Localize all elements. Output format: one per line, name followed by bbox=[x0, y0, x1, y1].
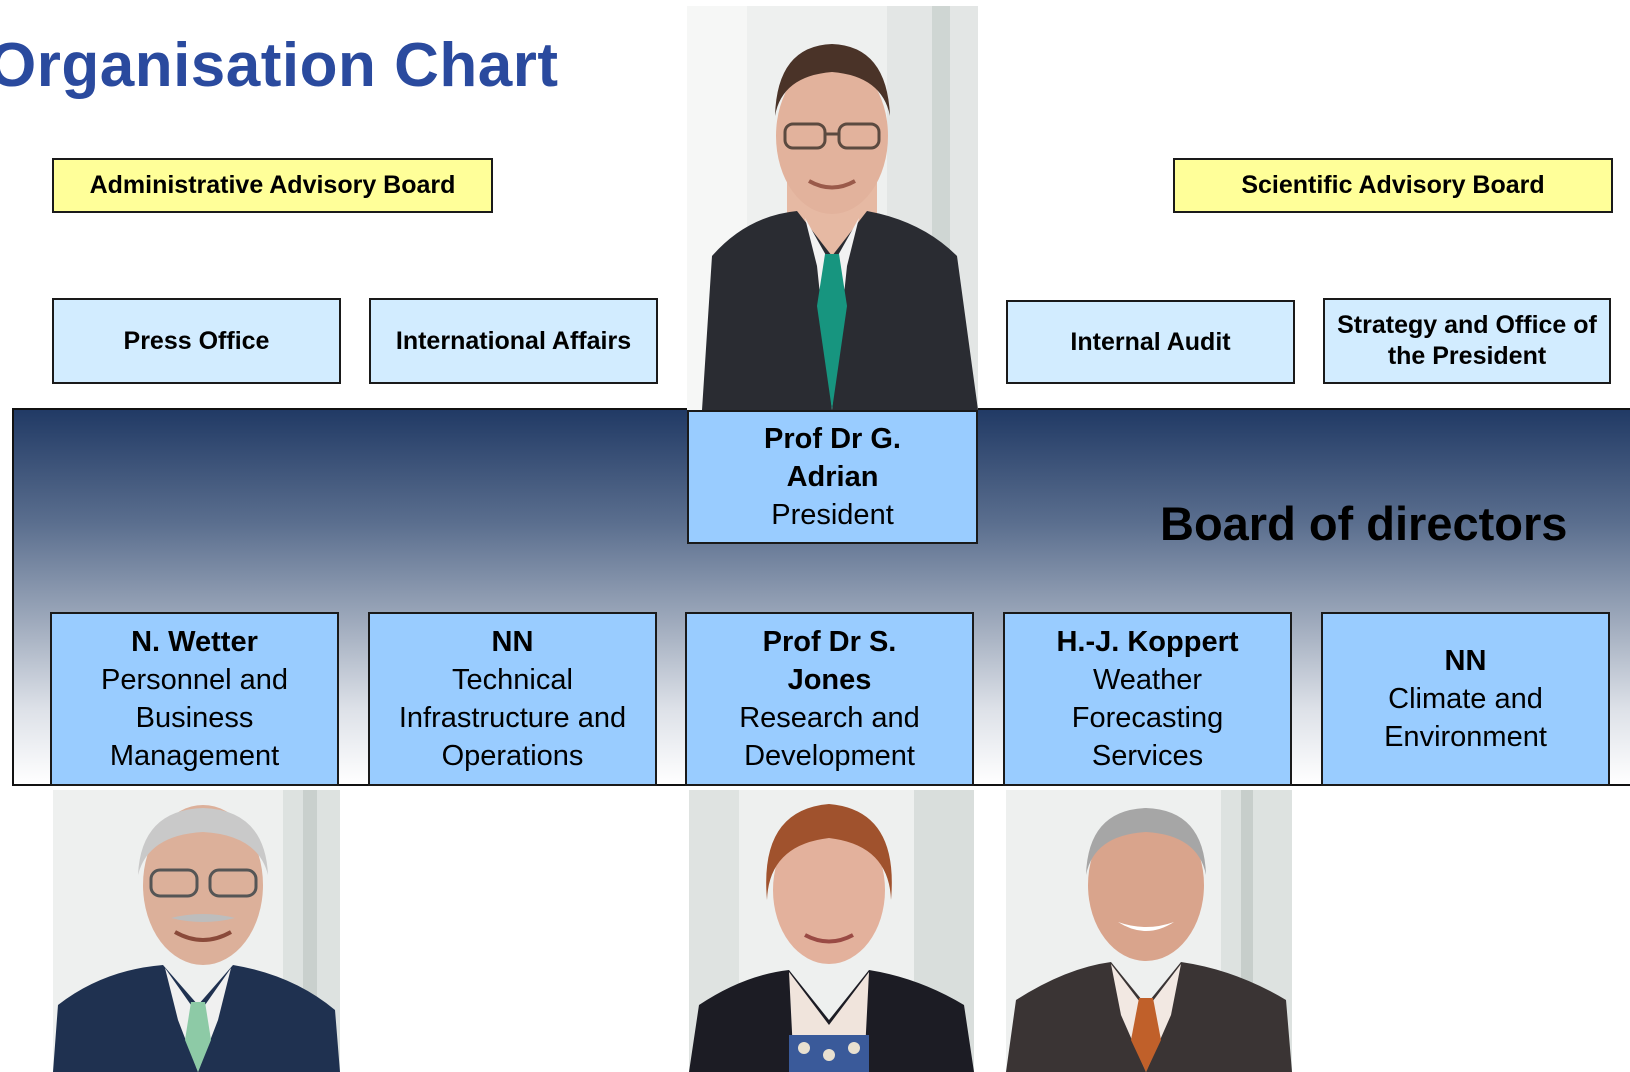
director-name: NN bbox=[491, 626, 534, 658]
international-affairs-box[interactable]: International Affairs bbox=[369, 298, 658, 384]
director-name: H.-J. Koppert bbox=[1056, 626, 1239, 658]
press-office-box[interactable]: Press Office bbox=[52, 298, 341, 384]
director-box-technical[interactable]: NN Technical Infrastructure and Operatio… bbox=[368, 612, 657, 786]
board-of-directors-label: Board of directors bbox=[1160, 497, 1568, 550]
administrative-advisory-board[interactable]: Administrative Advisory Board bbox=[52, 158, 493, 213]
director-name: N. Wetter bbox=[131, 626, 258, 658]
president-photo bbox=[687, 6, 978, 410]
director-box-personnel[interactable]: N. Wetter Personnel and Business Managem… bbox=[50, 612, 339, 786]
president-role: President bbox=[771, 499, 894, 531]
president-box[interactable]: Prof Dr G. Adrian President bbox=[687, 410, 978, 544]
director-box-climate[interactable]: NN Climate and Environment bbox=[1321, 612, 1610, 786]
strategy-office-box[interactable]: Strategy and Office of the President bbox=[1323, 298, 1611, 384]
director-box-weather[interactable]: H.-J. Koppert Weather Forecasting Servic… bbox=[1003, 612, 1292, 786]
director-photo-wetter bbox=[53, 790, 340, 1072]
director-department: Weather Forecasting Services bbox=[1071, 664, 1224, 772]
director-box-research[interactable]: Prof Dr S. Jones Research and Developmen… bbox=[685, 612, 974, 786]
director-name: Prof Dr S. Jones bbox=[762, 626, 897, 696]
director-department: Technical Infrastructure and Operations bbox=[398, 664, 627, 772]
internal-audit-box[interactable]: Internal Audit bbox=[1006, 300, 1295, 384]
director-photo-koppert bbox=[1006, 790, 1292, 1072]
page-title: Organisation Chart bbox=[0, 31, 559, 100]
director-department: Climate and Environment bbox=[1384, 683, 1547, 753]
scientific-advisory-board[interactable]: Scientific Advisory Board bbox=[1173, 158, 1613, 213]
director-name: NN bbox=[1444, 645, 1487, 677]
director-department: Personnel and Business Management bbox=[100, 664, 289, 772]
director-department: Research and Development bbox=[739, 702, 920, 772]
president-name: Prof Dr G. Adrian bbox=[764, 423, 901, 493]
director-photo-jones bbox=[689, 790, 974, 1072]
